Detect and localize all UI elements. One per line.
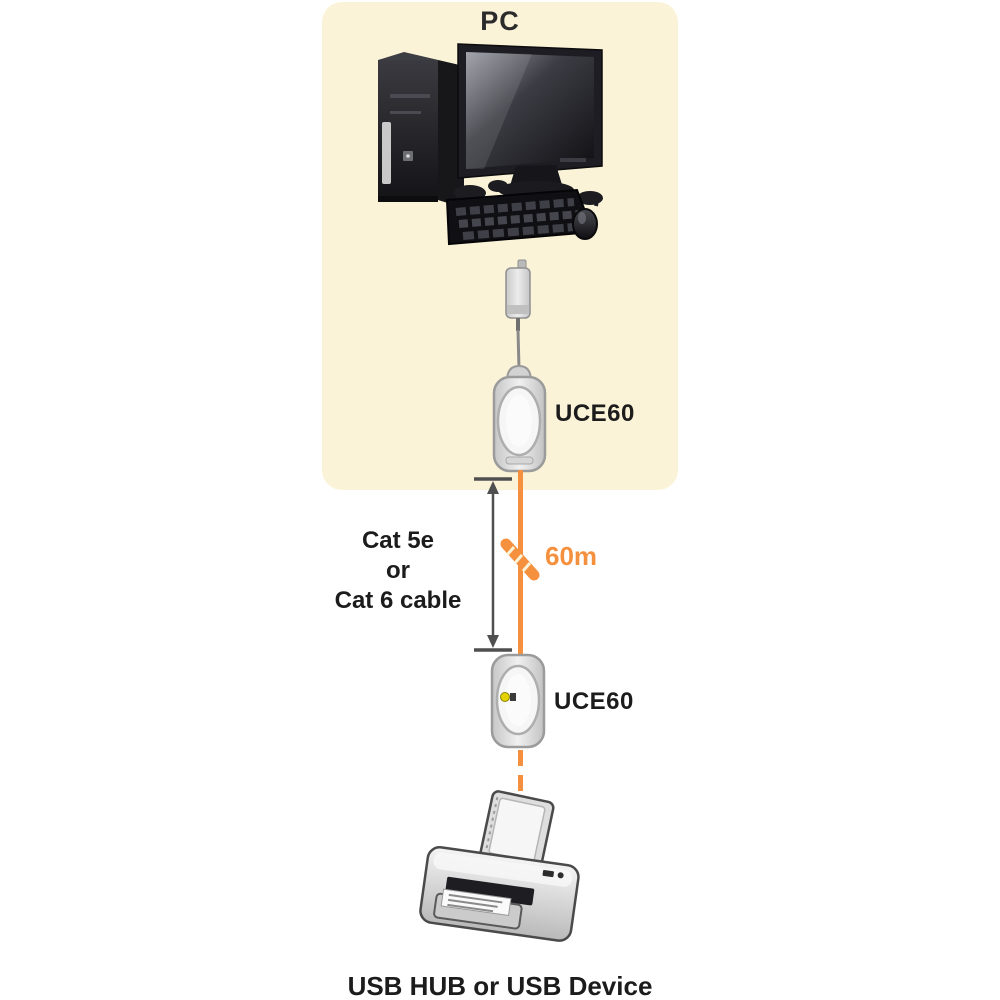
usb-extender-remote-icon (490, 653, 546, 749)
cable-type-label: Cat 5e or Cat 6 cable (318, 526, 478, 616)
printer-icon (419, 790, 580, 942)
cable-break-icon (500, 538, 540, 581)
pc-label: PC (480, 6, 520, 36)
pc-keyboard-icon (445, 188, 595, 246)
usb-device-label: USB HUB or USB Device (347, 971, 653, 1000)
cable-type-line3: Cat 6 cable (334, 587, 462, 614)
printer-body-icon (419, 846, 580, 942)
pc-tower-icon (378, 52, 464, 208)
distance-label: 60m (545, 541, 598, 571)
measurement-arrow (474, 477, 512, 652)
usb-cable-icon (505, 259, 531, 370)
led-indicator-icon (500, 692, 510, 702)
cable-type-line2: or (386, 557, 410, 584)
pc-monitor-icon (457, 43, 603, 199)
pc-icon (378, 43, 603, 246)
cable-type-line1: Cat 5e (361, 527, 435, 554)
printer-paper-tray-icon (479, 790, 555, 870)
usb-extender-local-icon (492, 364, 547, 473)
extender-bottom-label: UCE60 (554, 688, 634, 715)
extender-top-label: UCE60 (555, 400, 635, 427)
pc-mouse-icon (572, 208, 598, 240)
